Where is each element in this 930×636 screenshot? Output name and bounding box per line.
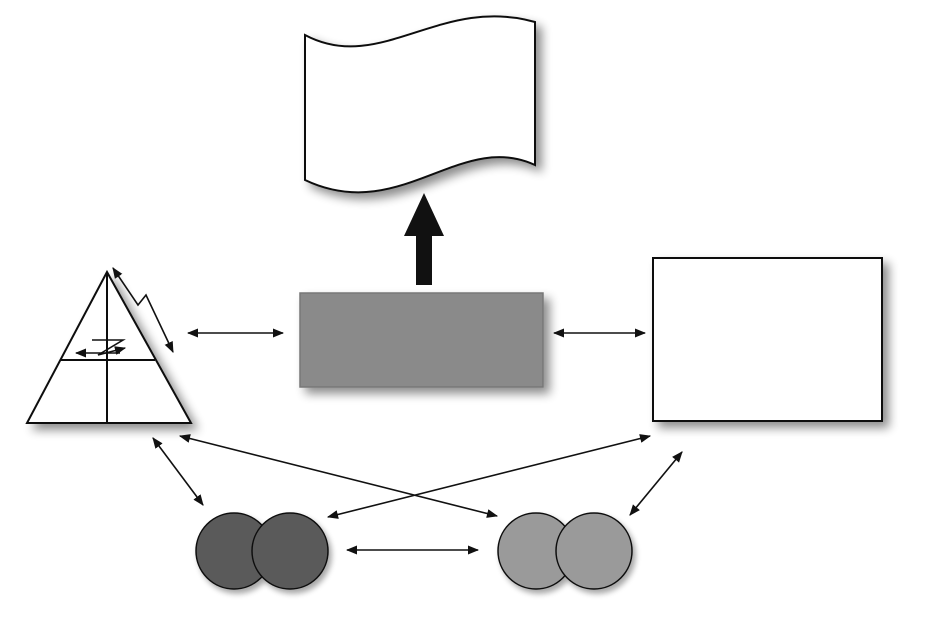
output-arrow-shaft [416,230,432,285]
right-box [652,257,883,422]
arrow-rightbox-lightcircles [629,451,683,516]
output-arrow-head [404,193,444,236]
output-arrow [404,193,444,285]
pyramid-zigzag-arrow [92,339,127,356]
light-circle-right [555,512,633,590]
dark-circles [195,512,329,590]
dark-circle-right [251,512,329,590]
connections [152,328,683,555]
pyramid-edge-lightning-arrow [112,267,174,354]
center-box [299,292,544,388]
light-circles [497,512,633,590]
arrow-pyramid-lightcircles [178,434,499,518]
flag-banner [304,15,536,194]
arrow-pyramid-darkcircles [152,437,204,506]
arrow-rightbox-darkcircles [326,434,652,519]
